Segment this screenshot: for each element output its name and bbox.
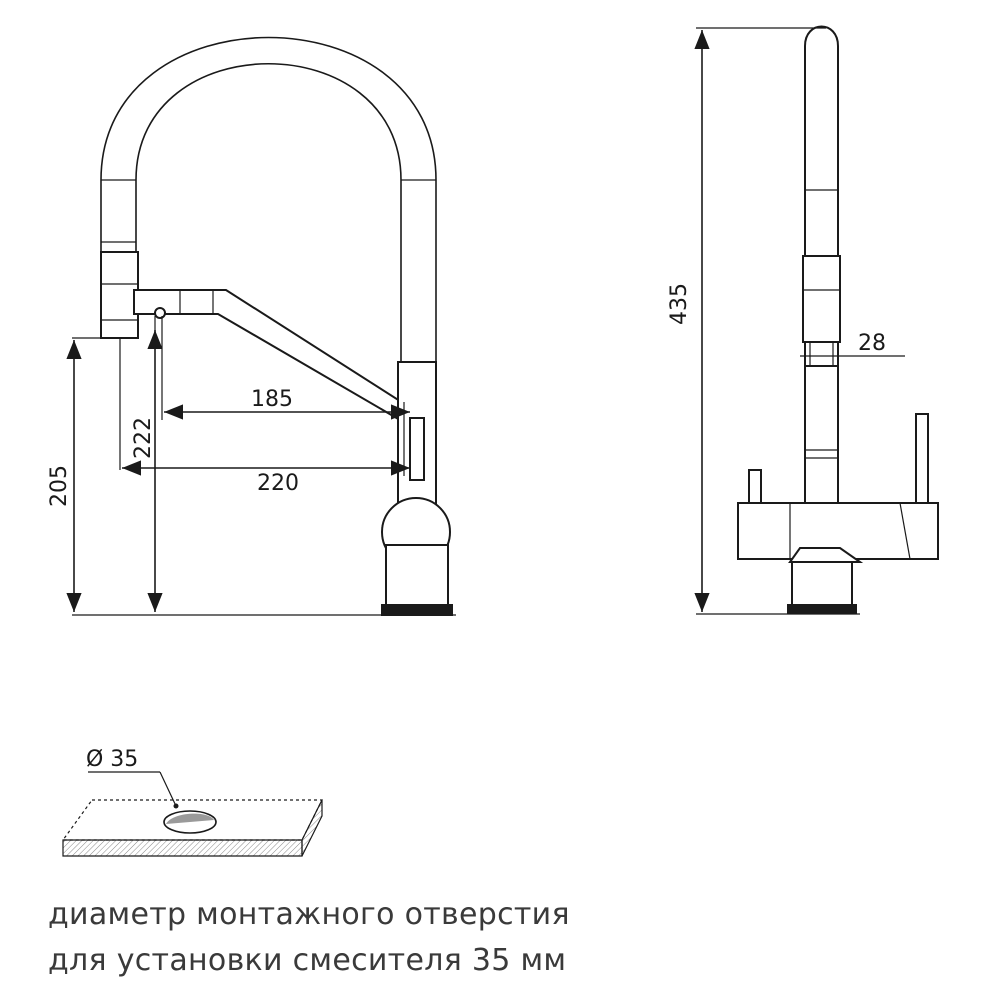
- countertop-side: [301, 799, 323, 857]
- mounting-caption: диаметр монтажного отверстия для установ…: [48, 892, 968, 984]
- hose-inner: [135, 62, 402, 362]
- dim-label-hole: Ø 35: [86, 747, 138, 772]
- spray-head: [100, 251, 139, 339]
- front-view: 185 220 222 205: [47, 36, 456, 616]
- side-base-plate: [787, 604, 857, 614]
- mounting-hole-detail: Ø 35: [61, 747, 323, 857]
- side-view: 435 28: [667, 25, 939, 615]
- caption-line-1: диаметр монтажного отверстия: [48, 897, 570, 932]
- dim-label-185: 185: [251, 387, 293, 412]
- dim-label-220: 220: [257, 471, 299, 496]
- base-plate: [381, 604, 453, 616]
- countertop-front: [62, 839, 303, 857]
- side-spout: [804, 25, 839, 257]
- side-knob: [748, 469, 762, 505]
- hose-outer: [100, 36, 437, 362]
- dim-label-435: 435: [667, 283, 692, 325]
- dim-label-205: 205: [47, 465, 72, 507]
- dim-label-28: 28: [858, 331, 886, 356]
- rod: [409, 417, 425, 481]
- filter-lever: [915, 413, 929, 507]
- dim-label-222: 222: [131, 417, 156, 459]
- caption-line-2: для установки смесителя 35 мм: [48, 943, 567, 978]
- side-base: [791, 561, 853, 609]
- faucet-base: [385, 544, 449, 608]
- side-body: [804, 365, 839, 507]
